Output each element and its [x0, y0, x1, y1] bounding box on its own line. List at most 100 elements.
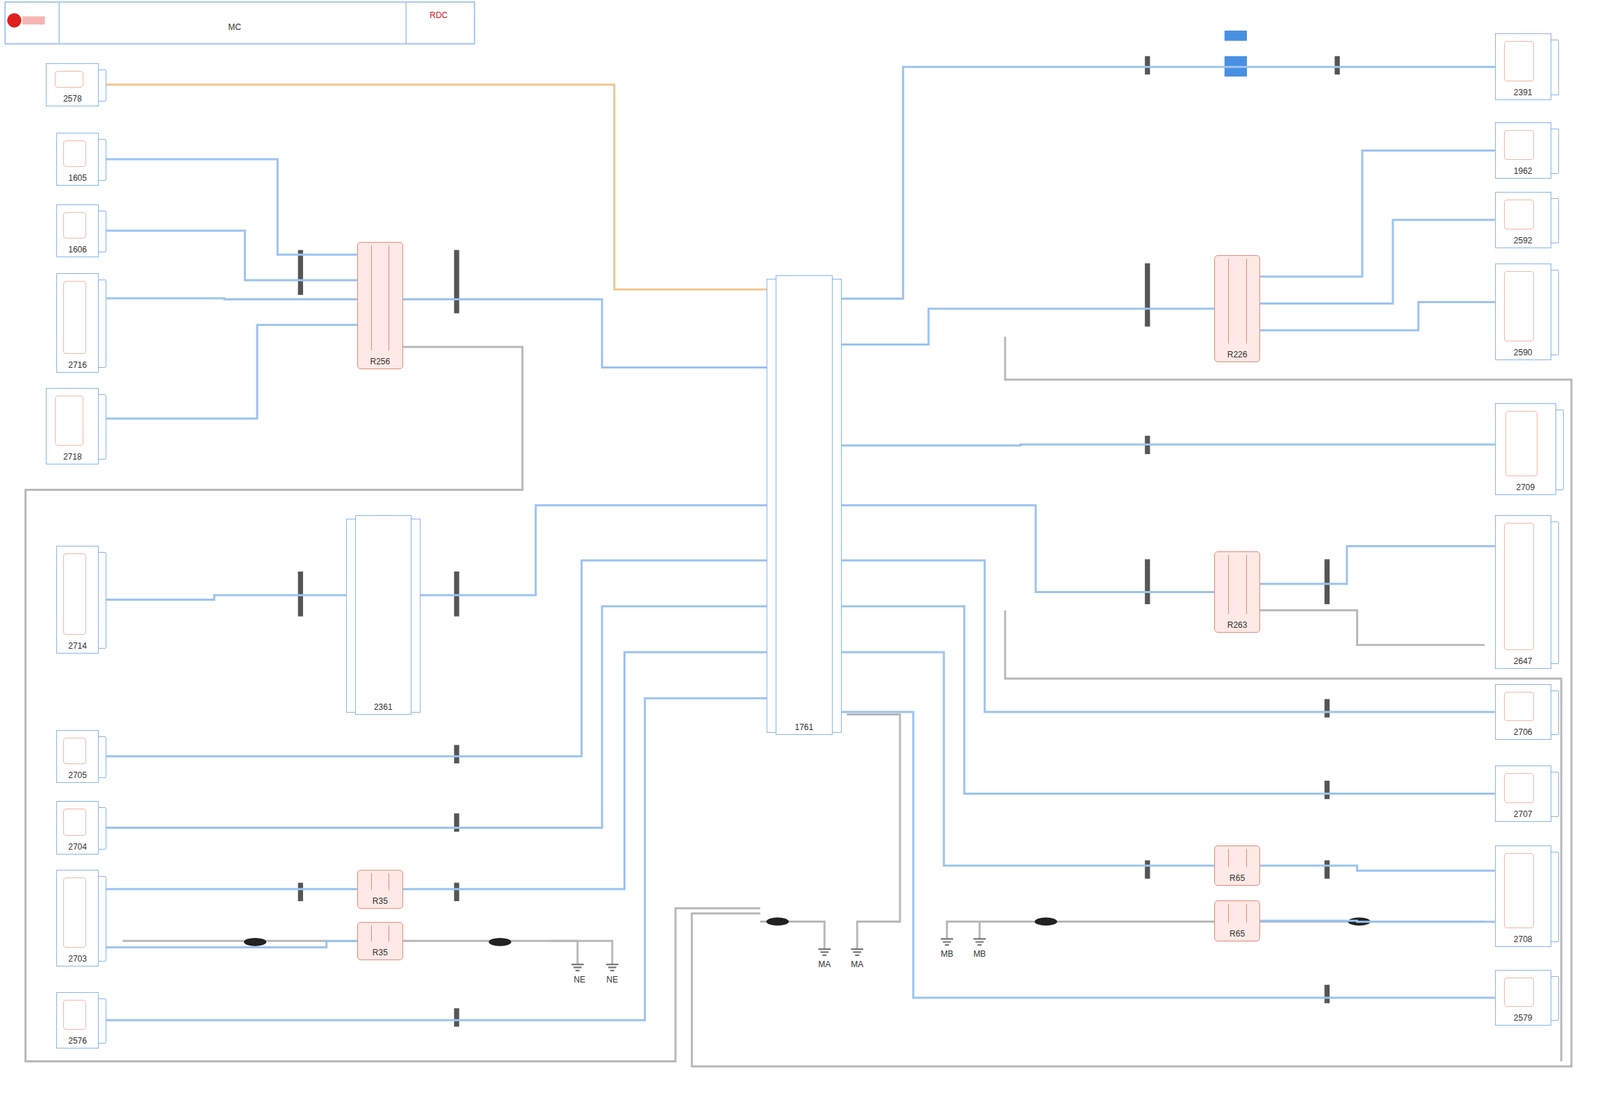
component-number: 2709: [1514, 482, 1537, 493]
ground-label: MA: [849, 959, 865, 969]
component-box: 2391: [1495, 33, 1552, 100]
wire-bundle: [832, 66, 1496, 299]
ground-label: NE: [605, 974, 620, 985]
title-divider: [405, 2, 407, 44]
junction-box: 2361: [355, 515, 412, 714]
inline-connector: R226: [1214, 255, 1261, 363]
wire-bundle: [98, 159, 357, 255]
component-box: 2576: [56, 991, 100, 1049]
wire-bundle: [1260, 219, 1496, 304]
wire-bundle: [832, 560, 1496, 712]
wire-bundle: [1260, 545, 1496, 584]
wire-bundle: [1260, 920, 1496, 921]
component-box: 1605: [56, 132, 100, 186]
wire-bundle: [832, 651, 1215, 866]
inline-connector: R65: [1214, 900, 1261, 942]
wire-bundle: [98, 560, 775, 757]
component-number: 2706: [1512, 727, 1534, 737]
wire-bundle: [1260, 302, 1496, 331]
component-box: 2716: [56, 273, 100, 372]
component-box: 2708: [1495, 845, 1552, 948]
wire-bundle: [98, 594, 356, 600]
component-number: 2592: [1512, 235, 1534, 246]
component-number: 2579: [1512, 1012, 1534, 1023]
wire-bundle: [98, 697, 775, 1020]
component-number: R65: [1228, 872, 1247, 883]
wire-bundle: [98, 887, 357, 890]
wire-tag: [1224, 30, 1247, 77]
component-number: 1761: [793, 722, 816, 732]
splice: [243, 917, 1371, 946]
wire-bundle: [832, 711, 1496, 998]
component-number: R35: [371, 895, 390, 906]
wire-bundle: [832, 505, 1215, 593]
wire-bundle: [98, 941, 357, 948]
title-band: [4, 2, 475, 44]
component-number: R65: [1228, 928, 1247, 939]
wire-bundle: [98, 298, 357, 299]
inline-connector: R256: [357, 241, 404, 370]
warning-icon: [22, 15, 45, 25]
wire-bundle: [98, 606, 775, 828]
component-box: 2705: [56, 729, 100, 783]
component-number: R35: [371, 947, 390, 958]
wire-bundle: [1260, 150, 1496, 277]
component-box: 2578: [45, 63, 99, 107]
component-number: 2714: [66, 640, 89, 651]
component-number: 2578: [61, 93, 84, 104]
title-divider: [58, 2, 60, 44]
wire-bundle: [98, 84, 775, 290]
component-number: 2590: [1512, 347, 1534, 358]
component-number: 2704: [66, 841, 89, 852]
component-number: 2707: [1512, 809, 1534, 819]
component-number: 1606: [66, 244, 89, 255]
ground-symbol: [571, 938, 986, 971]
wire-bundle: [1260, 865, 1496, 871]
component-number: 2708: [1512, 934, 1534, 944]
warning-icon: [6, 13, 22, 28]
title-text: MC: [226, 22, 243, 32]
inline-connector: R35: [357, 869, 404, 909]
component-box: 2707: [1495, 765, 1552, 822]
wire-bundle: [832, 444, 1496, 445]
component-box: 2647: [1495, 515, 1552, 668]
component-number: R256: [369, 356, 393, 367]
wire-bundle: [832, 606, 1496, 794]
component-number: 2361: [372, 701, 395, 712]
component-box: 2714: [56, 545, 100, 653]
ground-label: NE: [572, 974, 588, 985]
component-box: 2706: [1495, 683, 1552, 741]
wire-bundle: [98, 324, 357, 419]
component-number: 1962: [1512, 166, 1534, 176]
component-number: 2576: [66, 1035, 89, 1046]
component-number: R226: [1226, 349, 1250, 360]
component-number: R263: [1226, 619, 1250, 630]
inline-connector: R65: [1214, 845, 1261, 887]
wire-bundle: [832, 308, 1215, 345]
component-box: 2592: [1495, 191, 1552, 249]
component-number: 1605: [66, 173, 89, 183]
component-number: 2718: [61, 451, 84, 462]
title-text: RDC: [428, 10, 450, 21]
component-number: 2703: [66, 953, 89, 964]
component-box: 2718: [45, 387, 99, 465]
control-unit: 1761: [775, 275, 833, 735]
component-box: 2590: [1495, 263, 1552, 361]
harness-marker: [298, 56, 1341, 1027]
component-box: 2703: [56, 869, 100, 967]
component-number: 2716: [66, 360, 89, 370]
component-box: 1962: [1495, 122, 1552, 179]
wire-bundle: [403, 651, 776, 889]
component-box: 2709: [1495, 403, 1557, 495]
component-box: 2579: [1495, 969, 1552, 1026]
wire-bundle: [98, 230, 357, 281]
inline-connector: R263: [1214, 551, 1261, 633]
wire-bundle: [403, 299, 776, 368]
component-number: 2705: [66, 770, 89, 780]
component-box: 2704: [56, 800, 100, 854]
inline-connector: R35: [357, 921, 404, 961]
ground-label: MB: [939, 948, 955, 959]
component-number: 2391: [1512, 87, 1534, 98]
component-number: 2647: [1512, 656, 1534, 666]
ground-label: MA: [816, 959, 832, 969]
